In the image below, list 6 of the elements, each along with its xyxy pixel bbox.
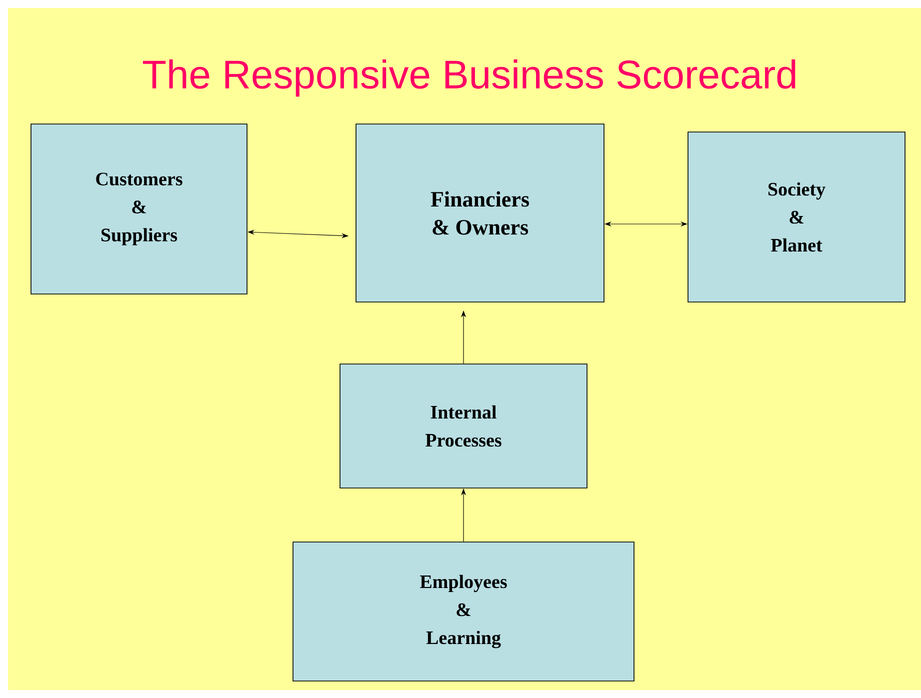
box: Financiers & Owners — [356, 124, 604, 302]
box: Employees & Learning — [292, 542, 634, 682]
box: Internal Processes — [340, 364, 588, 488]
box: Customers & Suppliers — [30, 124, 248, 294]
title: The Responsive Business Scorecard — [142, 59, 796, 97]
box: Society & Planet — [688, 132, 906, 302]
